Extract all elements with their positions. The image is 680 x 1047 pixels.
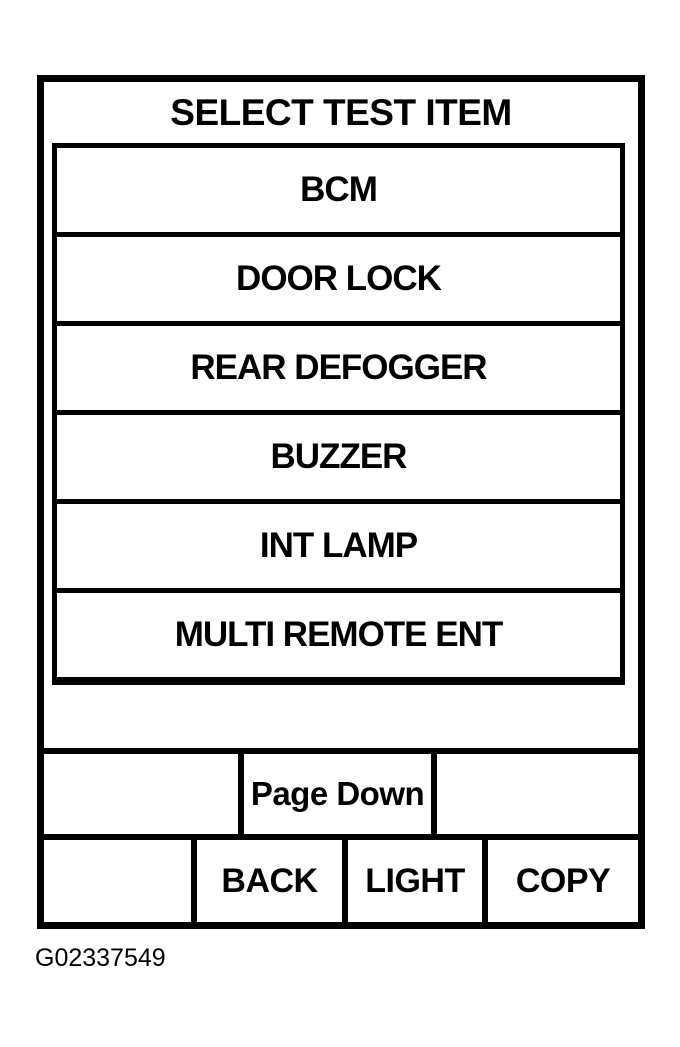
light-button[interactable]: LIGHT [342, 840, 482, 922]
page-down-button[interactable]: Page Down [238, 754, 437, 834]
scan-tool-screen: SELECT TEST ITEM BCM DOOR LOCK REAR DEFO… [37, 75, 645, 929]
function-key-row: BACK LIGHT COPY [44, 834, 638, 922]
figure-id: G02337549 [35, 944, 166, 972]
back-button[interactable]: BACK [191, 840, 342, 922]
copy-button[interactable]: COPY [482, 840, 638, 922]
function-key-empty [44, 840, 191, 922]
page-nav-empty-right [437, 754, 638, 834]
page-nav-row: Page Down [44, 748, 638, 834]
menu-item-buzzer[interactable]: BUZZER [57, 415, 620, 504]
screen-title: SELECT TEST ITEM [170, 91, 512, 133]
menu-item-multi-remote-ent[interactable]: MULTI REMOTE ENT [174, 615, 504, 654]
menu-item-door-lock[interactable]: DOOR LOCK [57, 237, 620, 326]
menu-item-rear-defogger[interactable]: REAR DEFOGGER [57, 326, 620, 415]
menu-item-bcm[interactable]: BCM [57, 148, 620, 237]
menu-bottom-spacer [44, 685, 638, 748]
page-nav-empty-left [44, 754, 238, 834]
menu-item-int-lamp[interactable]: INT LAMP [57, 504, 620, 593]
test-item-menu: BCM DOOR LOCK REAR DEFOGGER BUZZER INT L… [52, 143, 625, 685]
